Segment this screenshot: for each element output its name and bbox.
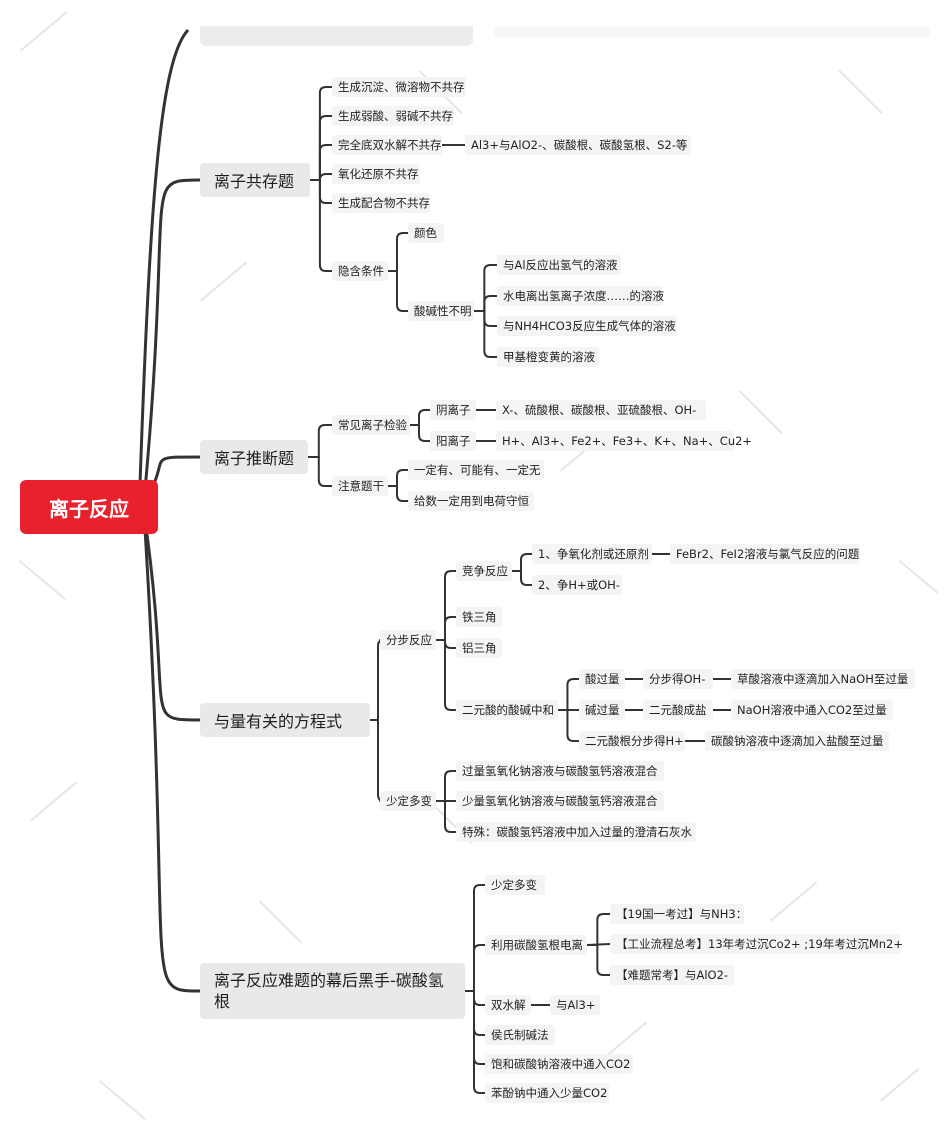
subtopic-node[interactable]: 与Al3+ [550, 995, 600, 1015]
subtopic-node[interactable]: 分步得OH- [643, 669, 713, 689]
subtopic-node[interactable]: 碳酸钠溶液中逐滴加入盐酸至过量 [705, 731, 889, 751]
connector-line [142, 511, 202, 722]
subtopic-node[interactable]: 1、争氧化剂或还原剂 [532, 544, 652, 564]
subtopic-node[interactable]: 完全底双水解不共存 [332, 135, 442, 155]
connector-line [409, 424, 431, 442]
connector-line [586, 944, 611, 976]
connector-line [473, 295, 498, 312]
connector-line [557, 709, 580, 742]
subtopic-node[interactable]: 生成弱酸、弱碱不共存 [332, 106, 454, 126]
top-bar-secondary [494, 26, 930, 38]
subtopic-node[interactable]: 【难题常考】与AlO2- [610, 965, 734, 985]
subtopic-node[interactable]: 竞争反应 [456, 561, 512, 581]
main-topic-node[interactable]: 离子共存题 [200, 163, 310, 197]
connector-line [409, 409, 431, 426]
subtopic-node[interactable]: 注意题干 [332, 476, 388, 496]
subtopic-node[interactable]: 侯氏制碱法 [485, 1025, 555, 1045]
connector-line [309, 179, 333, 272]
connector-line [435, 616, 457, 641]
subtopic-node[interactable]: 氧化还原不共存 [332, 164, 420, 184]
subtopic-node[interactable]: 利用碳酸氢根电离 [485, 935, 587, 955]
main-topic-node[interactable]: 离子推断题 [200, 440, 308, 474]
subtopic-node[interactable]: H+、Al3+、Fe2+、Fe3+、K+、Na+、Cu2+ [496, 431, 752, 451]
subtopic-node[interactable]: FeBr2、FeI2溶液与氯气反应的问题 [670, 544, 860, 564]
subtopic-node[interactable]: 与Al反应出氢气的溶液 [497, 255, 621, 275]
subtopic-node[interactable]: NaOH溶液中通入CO2至过量 [731, 700, 893, 720]
subtopic-node[interactable]: 分步反应 [380, 630, 436, 650]
subtopic-node[interactable]: 苯酚钠中通入少量CO2 [485, 1083, 609, 1103]
connector-line [142, 178, 202, 503]
connector-line [387, 469, 409, 487]
subtopic-node[interactable]: 常见离子检验 [332, 415, 410, 435]
subtopic-node[interactable]: X-、硫酸根、碳酸根、亚硫酸根、OH- [496, 400, 706, 420]
main-topic-node[interactable]: 与量有关的方程式 [200, 703, 370, 737]
subtopic-node[interactable]: 生成配合物不共存 [332, 193, 430, 213]
connector-line [142, 511, 202, 993]
connector-line [464, 944, 486, 992]
subtopic-node[interactable]: 二元酸成盐 [643, 700, 713, 720]
connector-line [557, 678, 580, 711]
connector-line [138, 28, 190, 485]
subtopic-node[interactable]: 阴离子 [430, 400, 476, 420]
subtopic-node[interactable]: 双水解 [485, 995, 531, 1015]
connector-line [309, 115, 333, 181]
main-topic-node[interactable]: 离子反应难题的幕后黑手-碳酸氢根 [200, 963, 465, 1019]
subtopic-node[interactable]: 铁三角 [456, 607, 502, 627]
connector-line [369, 719, 385, 802]
connector-line [309, 179, 333, 204]
connector-line [387, 270, 409, 312]
subtopic-node[interactable]: 酸碱性不明 [408, 301, 474, 321]
subtopic-node[interactable]: 过量氢氧化钠溶液与碳酸氢钙溶液混合 [456, 761, 664, 781]
subtopic-node[interactable]: 酸过量 [579, 669, 625, 689]
subtopic-node[interactable]: 2、争H+或OH- [532, 575, 622, 595]
connector-line [511, 553, 533, 572]
subtopic-node[interactable]: 二元酸的酸碱中和 [456, 700, 558, 720]
subtopic-node[interactable]: Al3+与AlO2-、碳酸根、碳酸氢根、S2-等 [465, 135, 691, 155]
connector-line [473, 310, 498, 358]
subtopic-node[interactable]: 草酸溶液中逐滴加入NaOH至过量 [731, 669, 915, 689]
connector-line [464, 884, 486, 992]
subtopic-node[interactable]: 饱和碳酸钠溶液中通入CO2 [485, 1054, 633, 1074]
connector-line [387, 232, 409, 272]
subtopic-node[interactable]: 【工业流程总考】13年考过沉Co2+ ;19年考过沉Mn2+ [610, 934, 903, 954]
connector-line [511, 570, 533, 586]
connector-line [435, 770, 457, 802]
subtopic-node[interactable]: 隐含条件 [332, 261, 388, 281]
connector-line [307, 424, 333, 458]
subtopic-node[interactable]: 少定多变 [380, 791, 436, 811]
root-node[interactable]: 离子反应 [20, 480, 158, 534]
subtopic-node[interactable]: 阳离子 [430, 431, 476, 451]
subtopic-node[interactable]: 甲基橙变黄的溶液 [497, 347, 599, 367]
connector-line [307, 456, 333, 487]
connector-line [586, 913, 611, 946]
connector-line [387, 485, 409, 502]
subtopic-node[interactable]: 一定有、可能有、一定无 [408, 460, 544, 480]
subtopic-node[interactable]: 碱过量 [579, 700, 625, 720]
subtopic-node[interactable]: 与NH4HCO3反应生成气体的溶液 [497, 316, 677, 336]
connector-line [309, 144, 333, 181]
subtopic-node[interactable]: 颜色 [408, 223, 444, 243]
subtopic-node[interactable]: 【19国一考过】与NH3： [610, 904, 747, 924]
subtopic-node[interactable]: 生成沉淀、微溶物不共存 [332, 77, 466, 97]
connector-line [369, 639, 385, 721]
top-bar [200, 26, 473, 46]
connector-line [435, 570, 457, 641]
connector-line [464, 990, 486, 1094]
connector-line [473, 264, 498, 312]
subtopic-node[interactable]: 水电离出氢离子浓度……的溶液 [497, 286, 664, 306]
subtopic-node[interactable]: 铝三角 [456, 638, 502, 658]
subtopic-node[interactable]: 少定多变 [485, 875, 545, 895]
connector-line [473, 310, 498, 327]
subtopic-node[interactable]: 二元酸根分步得H+ [579, 731, 685, 751]
subtopic-node[interactable]: 特殊：碳酸氢钙溶液中加入过量的澄清石灰水 [456, 822, 696, 842]
subtopic-node[interactable]: 给数一定用到电荷守恒 [408, 491, 534, 511]
subtopic-node[interactable]: 少量氢氧化钠溶液与碳酸氢钙溶液混合 [456, 791, 664, 811]
connector-line [435, 639, 457, 711]
connector-line [435, 800, 457, 833]
connector-line [309, 86, 333, 181]
